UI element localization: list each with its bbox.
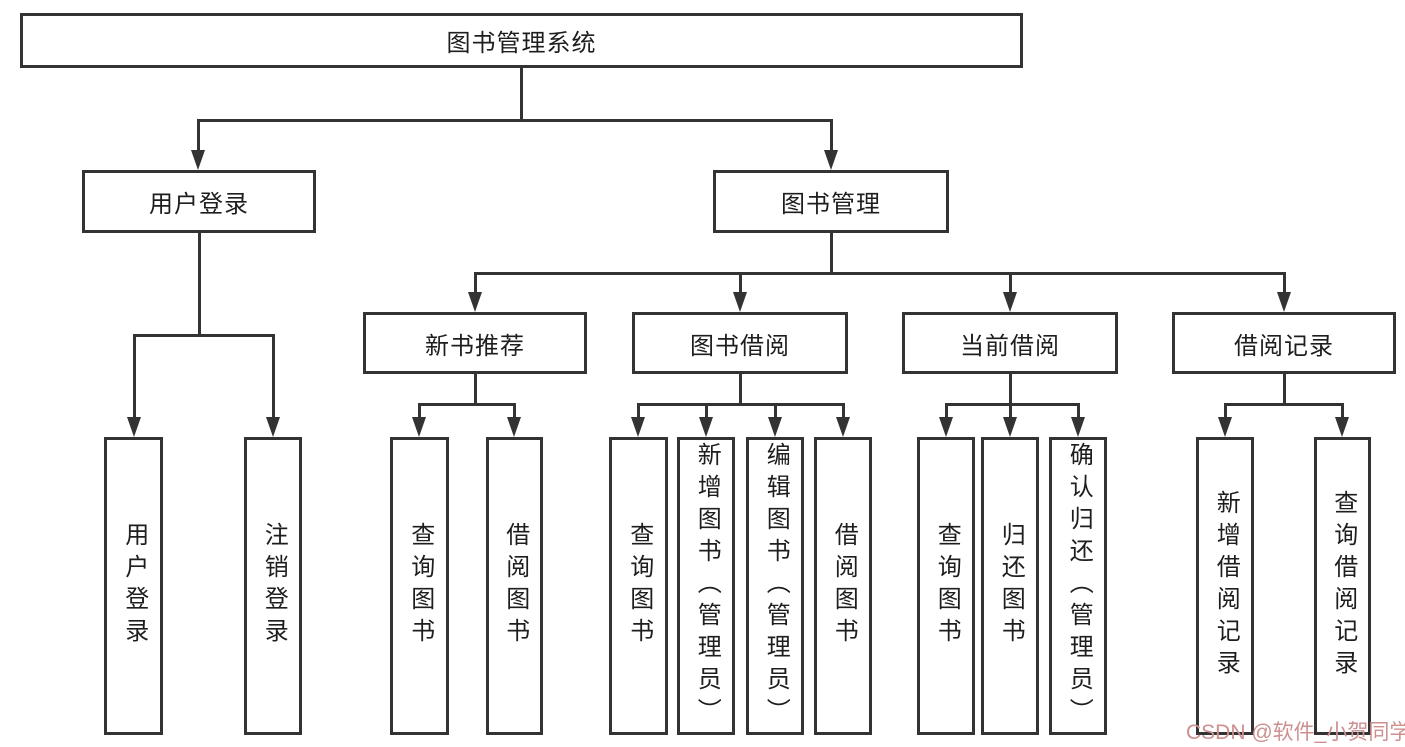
leaf-nb-query-books: 查询图书 — [390, 437, 449, 735]
connector-user-login-stem — [198, 233, 201, 335]
arrow-br-query — [1335, 417, 1349, 437]
connector-user-login-branch — [133, 334, 274, 337]
leaf-logout: 注销登录 — [244, 437, 302, 735]
arrow-book-borrow — [733, 292, 747, 312]
connector-cb-query-drop — [945, 403, 948, 419]
connector-cb-return-drop — [1009, 403, 1012, 419]
connector-nb-borrow-drop — [513, 403, 516, 419]
leaf-bb-edit-books-admin: 编辑图书（管理员） — [746, 437, 804, 735]
node-library-system: 图书管理系统 — [20, 13, 1023, 68]
arrow-bb-add — [699, 417, 713, 437]
leaf-logout-label: 注销登录 — [260, 522, 288, 650]
connector-current-borrow-branch — [945, 403, 1079, 406]
connector-book-borrow-drop — [739, 272, 742, 296]
connector-book-borrow-stem — [739, 374, 742, 404]
leaf-cb-query-books-label: 查询图书 — [933, 522, 961, 650]
connector-bb-borrow-drop — [842, 403, 845, 419]
connector-root-branch — [197, 119, 833, 122]
connector-new-book-stem — [474, 374, 477, 404]
arrow-borrow-records — [1277, 292, 1291, 312]
arrow-user-login — [191, 150, 205, 170]
leaf-bb-borrow-books: 借阅图书 — [814, 437, 872, 735]
node-borrow-records: 借阅记录 — [1172, 312, 1396, 374]
leaf-nb-query-books-label: 查询图书 — [406, 522, 434, 650]
arrow-logout-leaf — [266, 417, 280, 437]
arrow-login-leaf — [127, 417, 141, 437]
node-book-management-label: 图书管理 — [781, 191, 881, 218]
node-user-login-label: 用户登录 — [149, 191, 249, 218]
leaf-bb-add-books-admin: 新增图书（管理员） — [677, 437, 735, 735]
node-book-borrow-label: 图书借阅 — [690, 332, 790, 360]
node-user-login: 用户登录 — [82, 170, 316, 233]
node-borrow-records-label: 借阅记录 — [1234, 332, 1334, 360]
arrow-nb-query — [412, 417, 426, 437]
arrow-nb-borrow — [507, 417, 521, 437]
leaf-cb-query-books: 查询图书 — [917, 437, 975, 735]
connector-nb-query-drop — [418, 403, 421, 419]
node-book-borrow: 图书借阅 — [632, 312, 848, 374]
connector-br-query-drop — [1341, 403, 1344, 419]
leaf-nb-borrow-books-label: 借阅图书 — [501, 522, 529, 650]
leaf-bb-edit-books-admin-label: 编辑图书（管理员） — [762, 442, 790, 730]
connector-borrow-records-stem — [1283, 374, 1286, 404]
leaf-br-add-record: 新增借阅记录 — [1196, 437, 1254, 735]
connector-borrow-records-branch — [1224, 403, 1343, 406]
connector-login-leaf-drop — [133, 334, 136, 420]
arrow-bb-borrow — [836, 417, 850, 437]
arrow-br-add — [1218, 417, 1232, 437]
connector-book-borrow-branch — [637, 403, 844, 406]
leaf-br-add-record-label: 新增借阅记录 — [1212, 490, 1240, 682]
node-current-borrow: 当前借阅 — [902, 312, 1118, 374]
arrow-bb-edit — [768, 417, 782, 437]
node-new-book-recommend-label: 新书推荐 — [425, 332, 525, 360]
leaf-br-query-record-label: 查询借阅记录 — [1329, 490, 1357, 682]
connector-book-mgmt-stem — [830, 233, 833, 274]
node-new-book-recommend: 新书推荐 — [363, 312, 587, 374]
node-current-borrow-label: 当前借阅 — [960, 332, 1060, 360]
connector-current-borrow-stem — [1009, 374, 1012, 404]
arrow-cb-query — [939, 417, 953, 437]
leaf-user-login: 用户登录 — [104, 437, 163, 735]
arrow-cb-return — [1003, 417, 1017, 437]
leaf-nb-borrow-books: 借阅图书 — [486, 437, 543, 735]
connector-new-book-branch — [418, 403, 515, 406]
connector-user-login-drop — [197, 119, 200, 153]
leaf-cb-return-books: 归还图书 — [981, 437, 1039, 735]
leaf-cb-return-books-label: 归还图书 — [997, 522, 1025, 650]
connector-logout-leaf-drop — [272, 334, 275, 420]
connector-bb-edit-drop — [774, 403, 777, 419]
arrow-book-mgmt — [824, 150, 838, 170]
leaf-br-query-record: 查询借阅记录 — [1314, 437, 1371, 735]
connector-cb-confirm-drop — [1077, 403, 1080, 419]
leaf-bb-query-books-label: 查询图书 — [625, 522, 653, 650]
leaf-cb-confirm-return-admin-label: 确认归还（管理员） — [1065, 442, 1093, 730]
arrow-new-book — [468, 292, 482, 312]
connector-br-add-drop — [1224, 403, 1227, 419]
arrow-bb-query — [631, 417, 645, 437]
connector-bb-query-drop — [637, 403, 640, 419]
leaf-bb-query-books: 查询图书 — [609, 437, 668, 735]
connector-borrow-records-drop — [1283, 272, 1286, 296]
arrow-cb-confirm — [1071, 417, 1085, 437]
leaf-bb-add-books-admin-label: 新增图书（管理员） — [693, 442, 721, 730]
connector-current-borrow-drop — [1009, 272, 1012, 296]
leaf-bb-borrow-books-label: 借阅图书 — [830, 522, 858, 650]
connector-book-mgmt-branch — [474, 272, 1285, 275]
node-book-management: 图书管理 — [713, 170, 949, 233]
connector-bb-add-drop — [705, 403, 708, 419]
node-library-system-label: 图书管理系统 — [446, 30, 597, 57]
csdn-watermark: CSDN @软件_小贺同学 — [1186, 721, 1405, 744]
arrow-current-borrow — [1003, 292, 1017, 312]
connector-root-stem — [520, 68, 523, 120]
leaf-cb-confirm-return-admin: 确认归还（管理员） — [1049, 437, 1107, 735]
connector-new-book-drop — [474, 272, 477, 296]
leaf-user-login-label: 用户登录 — [120, 522, 148, 650]
connector-book-mgmt-drop — [830, 119, 833, 153]
